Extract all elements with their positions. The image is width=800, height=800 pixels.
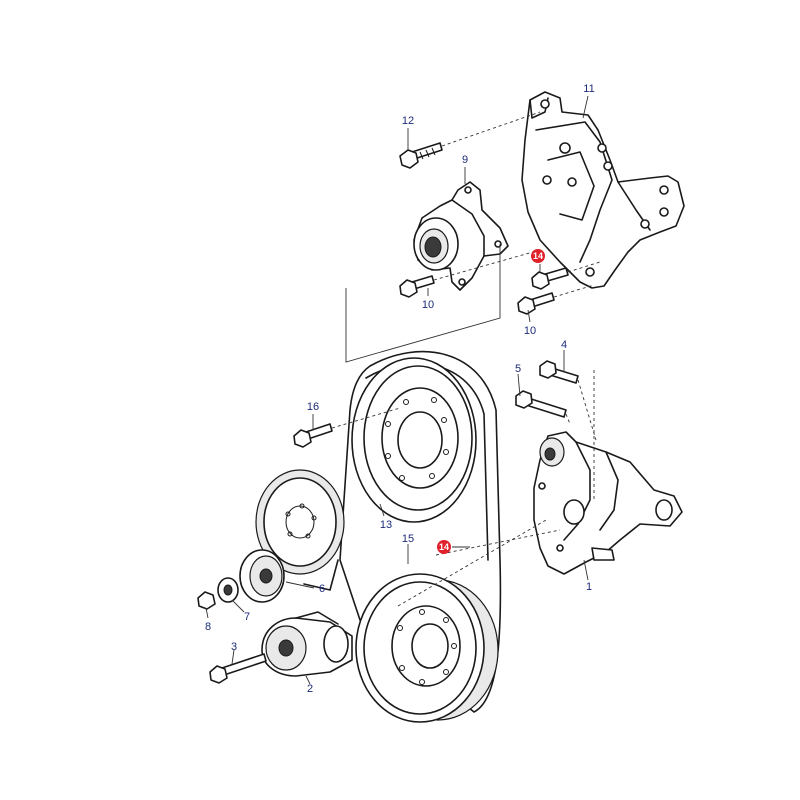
bolt-5 (515, 390, 567, 418)
callout-5: 5 (515, 363, 521, 375)
bolt-5-axis (565, 413, 571, 425)
bolt-10-right-axis (553, 284, 595, 298)
bolt-12 (399, 142, 443, 169)
callout-4: 4 (561, 339, 567, 351)
hub-mount-frame (345, 244, 501, 363)
washer-7 (217, 577, 239, 603)
damper-pulley (255, 469, 345, 575)
bolt-10-right (517, 292, 555, 315)
svg-text:14: 14 (533, 251, 543, 261)
bolt-12-axis (441, 111, 541, 147)
belt-tensioner-2 (261, 611, 353, 677)
pulley-axis (397, 519, 547, 607)
mounting-bracket-11 (521, 91, 685, 289)
callout-1: 1 (586, 581, 592, 593)
pulley-13 (351, 357, 477, 523)
callout-14-upper: 14 (531, 249, 545, 263)
callout-10-right: 10 (524, 325, 536, 337)
callout-14-lower: 14 (437, 540, 451, 554)
idler-pulley-6 (239, 549, 285, 603)
callout-11: 11 (583, 83, 594, 95)
bolt-8 (197, 591, 216, 610)
bolt-4 (539, 360, 579, 384)
callout-9: 9 (462, 154, 468, 166)
alternator-bracket-1 (533, 431, 683, 575)
callout-10-left: 10 (422, 299, 434, 311)
bolt-10-left (399, 275, 435, 298)
callout-3: 3 (231, 641, 237, 653)
bolt-4-axis (577, 379, 597, 441)
bolt-10-left-axis (433, 249, 541, 281)
callout-2: 2 (307, 683, 313, 695)
callout-7: 7 (244, 611, 250, 623)
pulley-hub-9 (413, 181, 509, 291)
callout-13: 13 (380, 519, 392, 531)
bolt-3 (209, 653, 267, 684)
bolt-14-upper (531, 267, 569, 290)
callout-6: 6 (319, 583, 325, 595)
svg-text:14: 14 (439, 542, 449, 552)
callout-12: 12 (402, 115, 414, 127)
bolt-16 (293, 423, 333, 448)
leader-lines (205, 95, 589, 685)
callout-8: 8 (205, 621, 211, 633)
crank-pulley (355, 573, 499, 723)
callout-labels: 12 11 9 14 10 10 4 5 16 13 15 14 1 6 7 8… (205, 83, 595, 695)
callout-16: 16 (307, 401, 319, 413)
callout-15: 15 (402, 533, 414, 545)
